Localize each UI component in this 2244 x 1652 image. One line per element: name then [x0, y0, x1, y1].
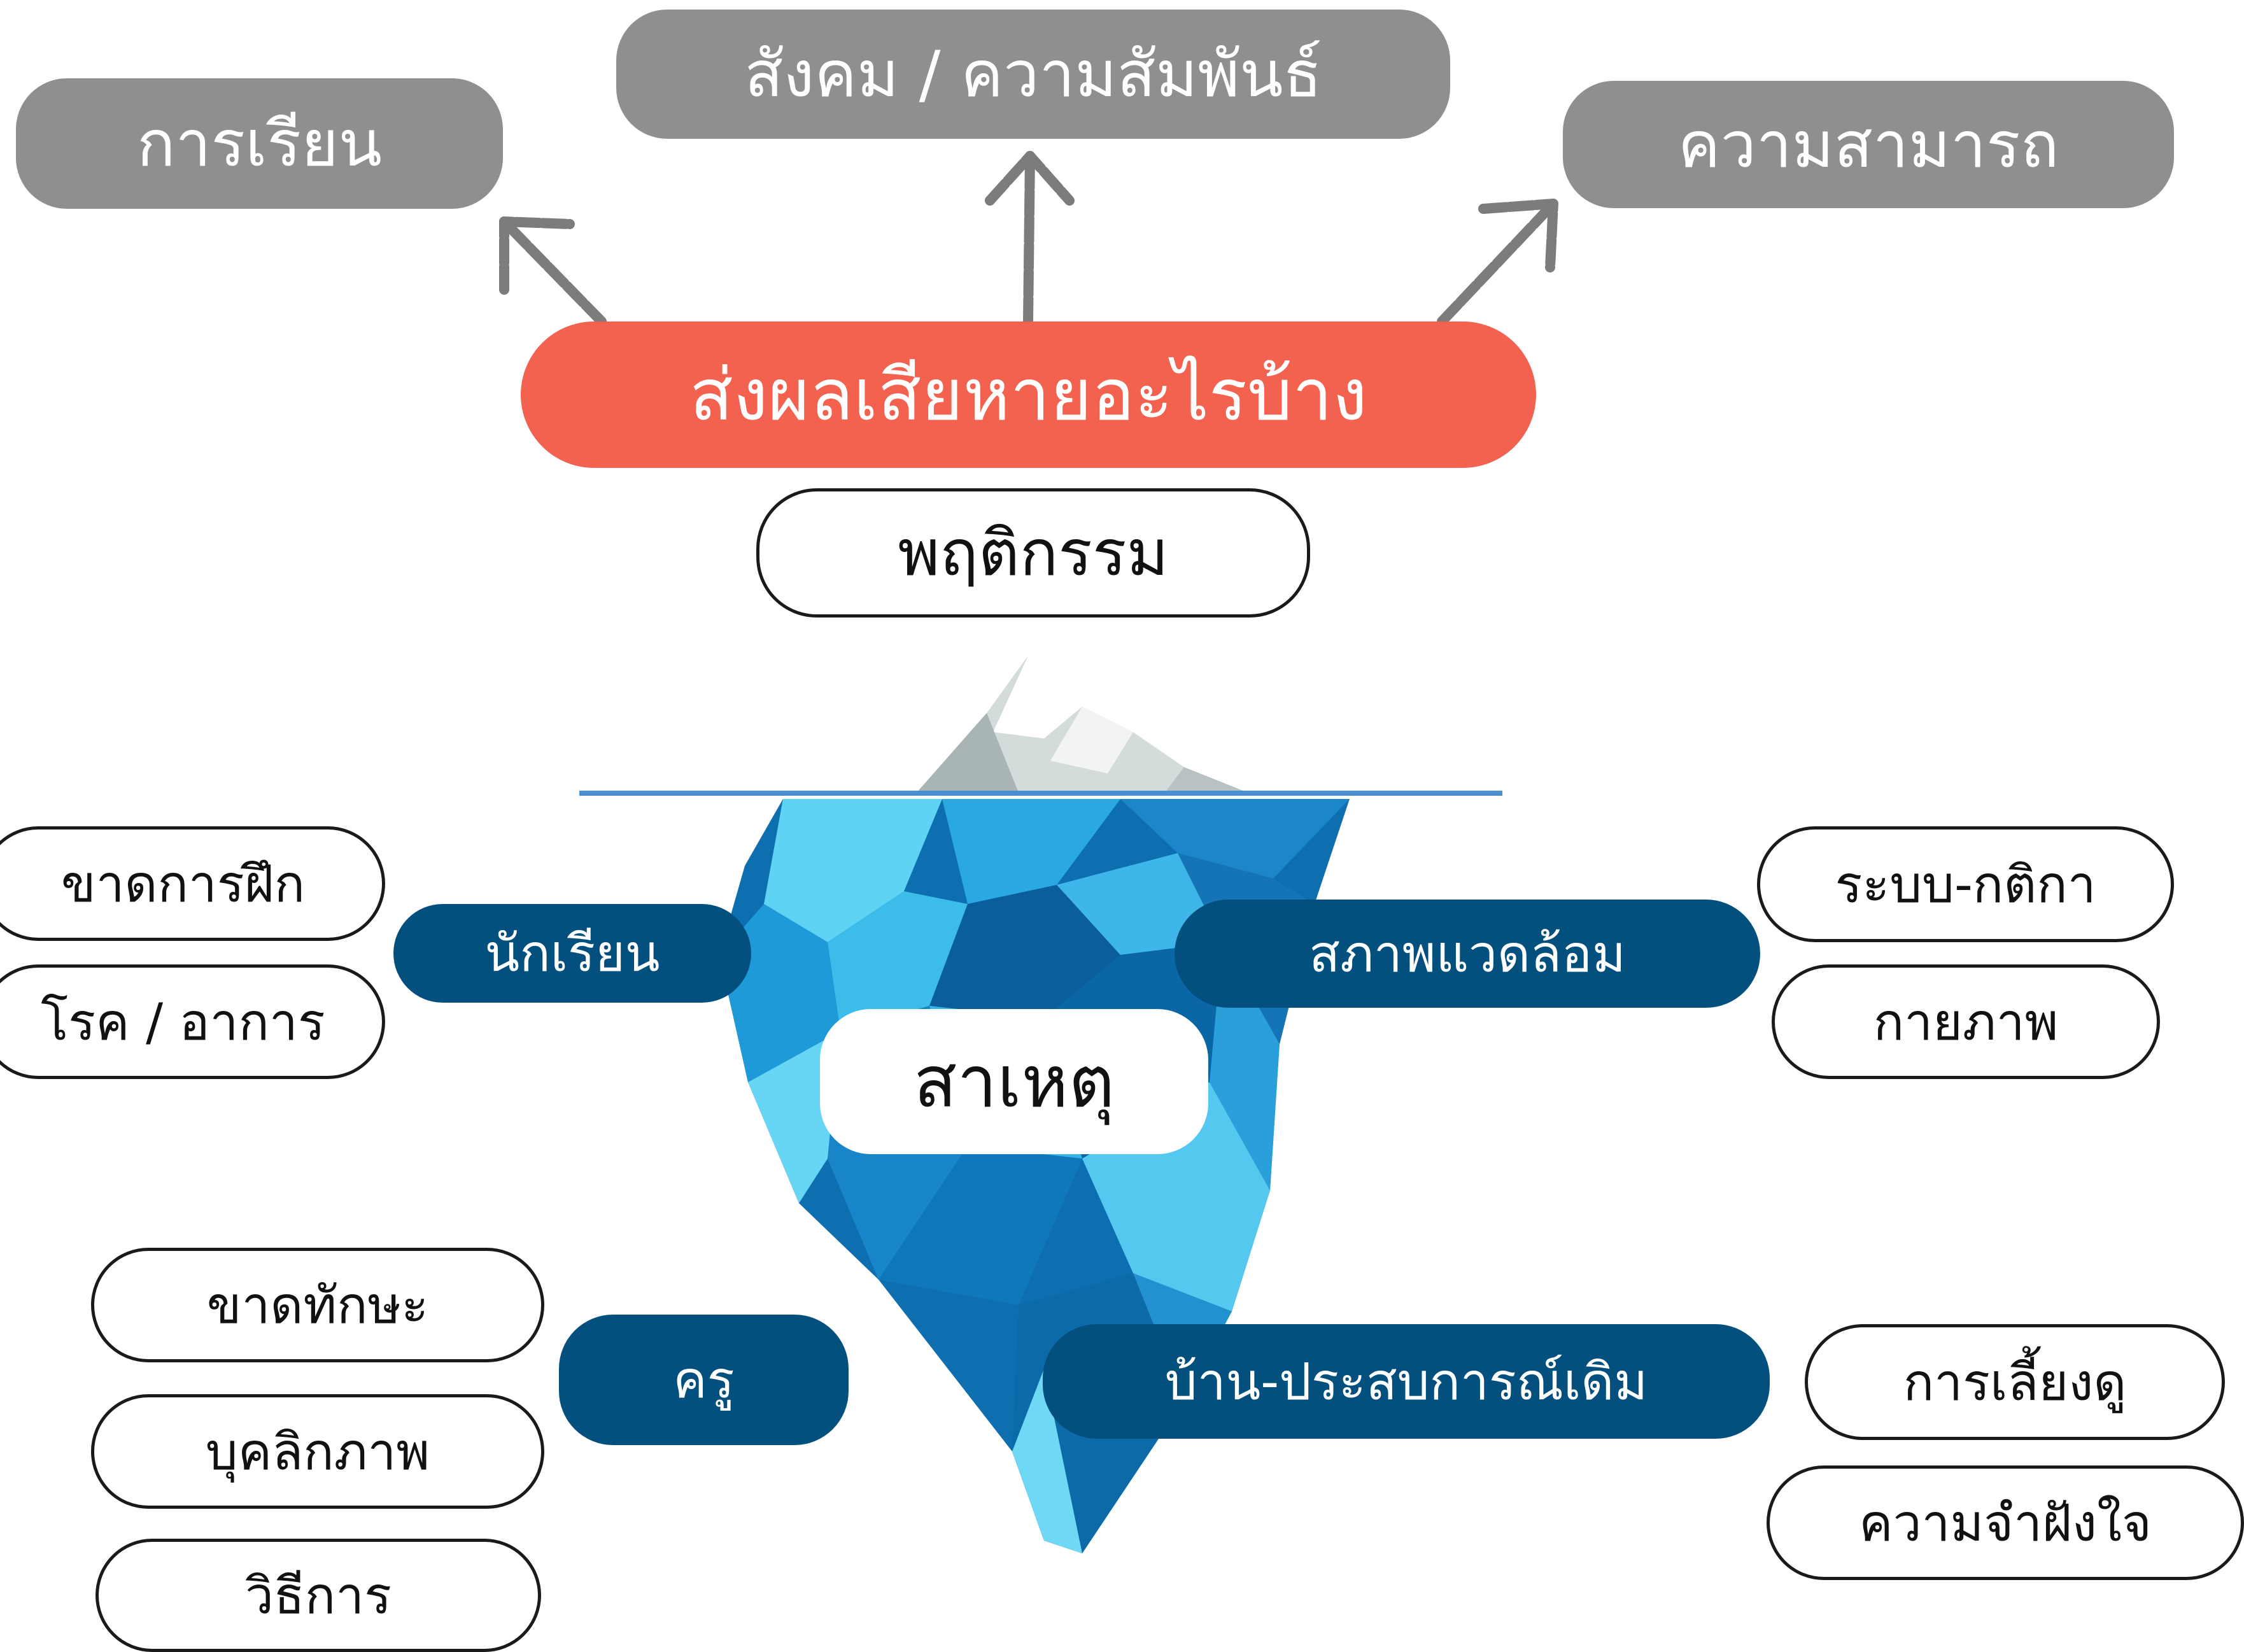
- student-item-1: โรค / อาการ: [0, 964, 385, 1079]
- arrow-to-ability: [1437, 199, 1558, 327]
- environment-factor: สภาพแวดล้อม: [1175, 900, 1760, 1008]
- arrowhead-learning: [499, 216, 575, 295]
- home-item-0: การเลี้ยงดู: [1805, 1324, 2225, 1440]
- arrowhead-social: [985, 151, 1075, 206]
- environment-item-1: กายภาพ: [1772, 964, 2160, 1079]
- home-item-1: ความจำฝังใจ: [1767, 1465, 2244, 1580]
- arrow-to-learning: [499, 216, 607, 327]
- teacher-item-0: ขาดทักษะ: [91, 1248, 544, 1362]
- question-box: ส่งผลเสียหายอะไรบ้าง: [521, 321, 1536, 468]
- effect-ability: ความสามารถ: [1563, 81, 2174, 208]
- arrowhead-ability: [1478, 199, 1558, 272]
- student-factor: นักเรียน: [393, 904, 751, 1003]
- teacher-item-2: วิธีการ: [95, 1539, 541, 1652]
- student-item-0: ขาดการฝึก: [0, 826, 385, 941]
- effect-social: สังคม / ความสัมพันธ์: [616, 10, 1450, 139]
- behavior-box: พฤติกรรม: [756, 488, 1310, 618]
- home-factor: บ้าน-ประสบการณ์เดิม: [1043, 1324, 1770, 1439]
- teacher-item-1: บุคลิกภาพ: [91, 1394, 544, 1509]
- cause-box: สาเหตุ: [820, 1009, 1208, 1154]
- teacher-factor: ครู: [559, 1315, 849, 1445]
- environment-item-0: ระบบ-กติกา: [1757, 826, 2174, 942]
- arrow-to-social: [1023, 151, 1035, 327]
- effect-learning: การเรียน: [16, 78, 503, 209]
